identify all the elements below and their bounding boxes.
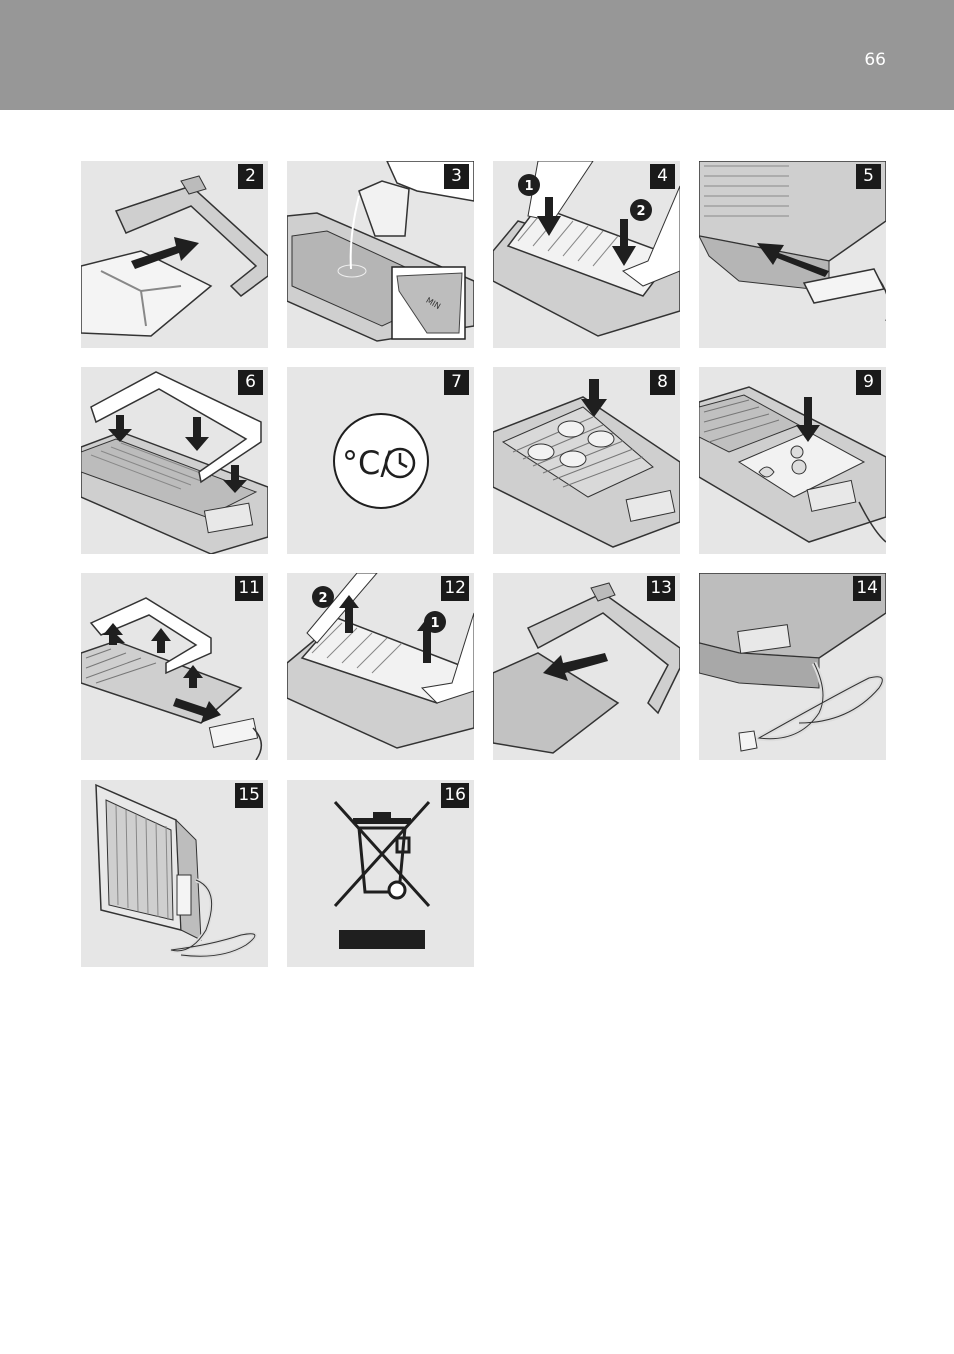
figure-number: 16	[441, 783, 469, 808]
figure-4: 1 2 4	[493, 161, 680, 348]
remove-hotplate-illustration: 2 1	[287, 573, 474, 760]
figure-number: 12	[441, 576, 469, 601]
page-number: 66	[864, 50, 886, 70]
step-number-first: 2	[318, 591, 327, 606]
figure-8: 8	[493, 367, 680, 554]
step-number-second: 2	[636, 204, 645, 219]
figure-number: 4	[650, 164, 675, 189]
figure-9: 9	[699, 367, 886, 554]
temperature-symbol: °C/	[342, 444, 391, 482]
remove-frame-illustration	[81, 573, 268, 760]
figure-2: 2	[81, 161, 268, 348]
cord-storage-illustration	[699, 573, 886, 760]
figure-number: 11	[235, 576, 263, 601]
upright-storage-illustration	[81, 780, 268, 967]
place-hotplate-illustration: 1 2	[493, 161, 680, 348]
figure-number: 8	[650, 370, 675, 395]
step-number-second: 1	[430, 616, 439, 631]
figure-15: 15	[81, 780, 268, 967]
place-frame-illustration	[81, 367, 268, 554]
figure-number: 9	[856, 370, 881, 395]
figure-13: 13	[493, 573, 680, 760]
figure-number: 7	[444, 370, 469, 395]
figure-12: 2 1 12	[287, 573, 474, 760]
figure-number: 6	[238, 370, 263, 395]
figure-number: 14	[853, 576, 881, 601]
figure-14: 14	[699, 573, 886, 760]
remove-drip-tray-illustration	[493, 573, 680, 760]
figure-number: 13	[647, 576, 675, 601]
page-header: 66	[0, 0, 954, 110]
temperature-timer-icon: °C/	[287, 367, 474, 554]
food-on-plate-illustration	[699, 367, 886, 554]
crossed-out-wheelie-bin-icon	[287, 780, 474, 967]
figure-3: MIN 3	[287, 161, 474, 348]
grill-drip-tray-insert-illustration	[81, 161, 268, 348]
figure-number: 5	[856, 164, 881, 189]
step-number-first: 1	[524, 179, 533, 194]
insert-control-unit-illustration	[699, 161, 886, 348]
figure-6: 6	[81, 367, 268, 554]
figure-number: 2	[238, 164, 263, 189]
figure-number: 15	[235, 783, 263, 808]
figure-16: 16	[287, 780, 474, 967]
figure-11: 11	[81, 573, 268, 760]
figure-number: 3	[444, 164, 469, 189]
food-on-grill-illustration	[493, 367, 680, 554]
figure-5: 5	[699, 161, 886, 348]
figure-7: °C/ 7	[287, 367, 474, 554]
pour-water-tray-illustration: MIN	[287, 161, 474, 348]
